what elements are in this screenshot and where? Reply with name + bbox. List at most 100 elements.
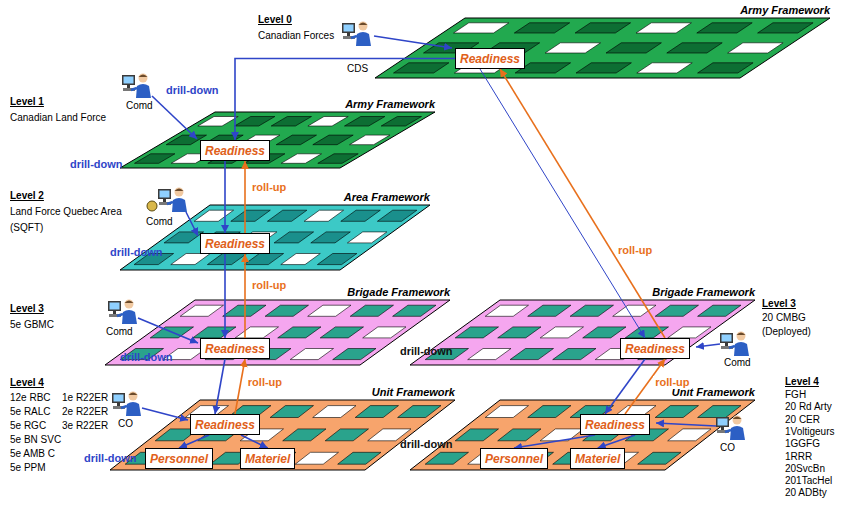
plane-cell	[317, 254, 357, 265]
unit-label: 201TacHel	[785, 475, 832, 487]
unit-label: Land Force Quebec Area	[10, 206, 122, 218]
plane-cell	[377, 210, 417, 221]
plane-cell	[193, 327, 236, 338]
framework-title: Brigade Framework	[410, 285, 755, 299]
plane-cell	[270, 406, 313, 418]
readiness-box: Readiness	[580, 414, 650, 435]
unit-label: CDS	[347, 63, 368, 75]
plane-outline	[110, 400, 455, 470]
plane-cell	[570, 305, 613, 316]
unit-label: 5e AMB C	[10, 448, 55, 460]
box-label: Personnel	[485, 452, 543, 466]
readiness-box: Readiness	[200, 140, 270, 161]
plane-cell	[355, 406, 398, 418]
drill-down-arrow	[138, 318, 198, 343]
drill-down-arrow	[186, 212, 198, 236]
drill-down-connector	[605, 359, 645, 414]
plane-cell	[276, 135, 316, 145]
plane-cell	[698, 63, 754, 73]
drill-down-connector	[598, 435, 635, 448]
roll-up-connector	[235, 359, 245, 414]
roll-up-label: roll-up	[250, 181, 288, 194]
plane-cell	[655, 406, 698, 418]
plane-cell	[265, 305, 308, 316]
drill-down-arrow	[656, 423, 716, 426]
plane-outline	[120, 205, 430, 270]
unit-label: CO	[118, 418, 133, 430]
plane-outline	[105, 300, 450, 365]
framework-plane: Unit FrameworkReadinessPersonnelMateriel	[110, 400, 455, 470]
level-heading: Level 0	[258, 14, 292, 26]
plane-cell	[514, 23, 569, 33]
plane-cell	[398, 406, 441, 418]
drill-down-label: drill-down	[400, 438, 453, 451]
level-heading: Level 3	[762, 298, 796, 310]
plane-cell	[333, 349, 376, 360]
drill-down-connector	[224, 161, 226, 233]
plane-cell	[194, 210, 234, 221]
plane-cell	[583, 327, 626, 338]
unit-label: 1Voltigeurs	[785, 426, 834, 438]
plane-cell	[350, 135, 390, 145]
plane-cell	[510, 349, 553, 360]
plane-cell	[576, 63, 631, 73]
plane-outline	[375, 18, 830, 78]
plane-cell	[553, 349, 596, 360]
plane-cell	[207, 254, 247, 265]
drill-down-connector	[514, 435, 595, 448]
box-label: Readiness	[205, 144, 265, 158]
unit-label: Comd	[106, 326, 133, 338]
plane-cell	[347, 232, 387, 243]
level-heading: Level 3	[10, 303, 44, 315]
plane-cell	[498, 327, 541, 338]
plane-cell	[338, 452, 381, 464]
commander-icon	[122, 74, 151, 99]
unit-label: 5e BN SVC	[10, 434, 61, 446]
unit-label: 3e R22ER	[62, 420, 108, 432]
plane-cell	[244, 254, 284, 265]
plane-cell	[235, 327, 278, 338]
level-heading: Level 1	[10, 96, 44, 108]
plane-cell	[498, 429, 541, 441]
readiness-box: Readiness	[455, 48, 525, 69]
plane-cell	[455, 429, 498, 441]
box-label: Readiness	[205, 237, 265, 251]
unit-label: Canadian Land Force	[10, 112, 106, 124]
unit-label: 20 CMBG	[762, 312, 806, 324]
plane-cell	[394, 63, 449, 73]
drill-down-label: drill-down	[110, 246, 163, 259]
unit-label: 5e GBMC	[10, 319, 54, 331]
plane-cell	[455, 327, 498, 338]
drill-down-label: drill-down	[400, 345, 453, 358]
plane-outline	[410, 400, 755, 470]
plane-cell	[540, 327, 583, 338]
drill-down-arrow	[696, 344, 720, 347]
roll-up-connector	[244, 254, 246, 338]
plane-shape	[410, 300, 755, 365]
plane-outline	[410, 300, 755, 365]
commander-icon	[112, 392, 141, 417]
level-heading: Level 4	[785, 376, 819, 388]
unit-label: 20 ADBty	[785, 487, 827, 499]
plane-cell	[425, 452, 468, 464]
drill-down-connector	[241, 435, 268, 448]
plane-cell	[393, 305, 436, 316]
plane-cell	[345, 117, 385, 127]
level-heading: Level 2	[10, 190, 44, 202]
drill-down-label: drill-down	[84, 452, 137, 465]
plane-cell	[290, 349, 333, 360]
framework-plane: Unit FrameworkReadinessPersonnelMateriel	[410, 400, 755, 470]
plane-cell	[636, 23, 691, 33]
plane-cell	[540, 429, 583, 441]
box-label: Readiness	[205, 342, 265, 356]
roll-up-connector	[244, 161, 246, 233]
unit-label: Comd	[724, 357, 751, 369]
plane-cell	[655, 305, 698, 316]
plane-cell	[281, 254, 321, 265]
plane-cell	[468, 349, 511, 360]
plane-cell	[278, 327, 321, 338]
plane-cell	[311, 232, 351, 243]
plane-cell	[271, 117, 311, 127]
plane-cell	[171, 254, 211, 265]
plane-shape	[120, 112, 435, 168]
